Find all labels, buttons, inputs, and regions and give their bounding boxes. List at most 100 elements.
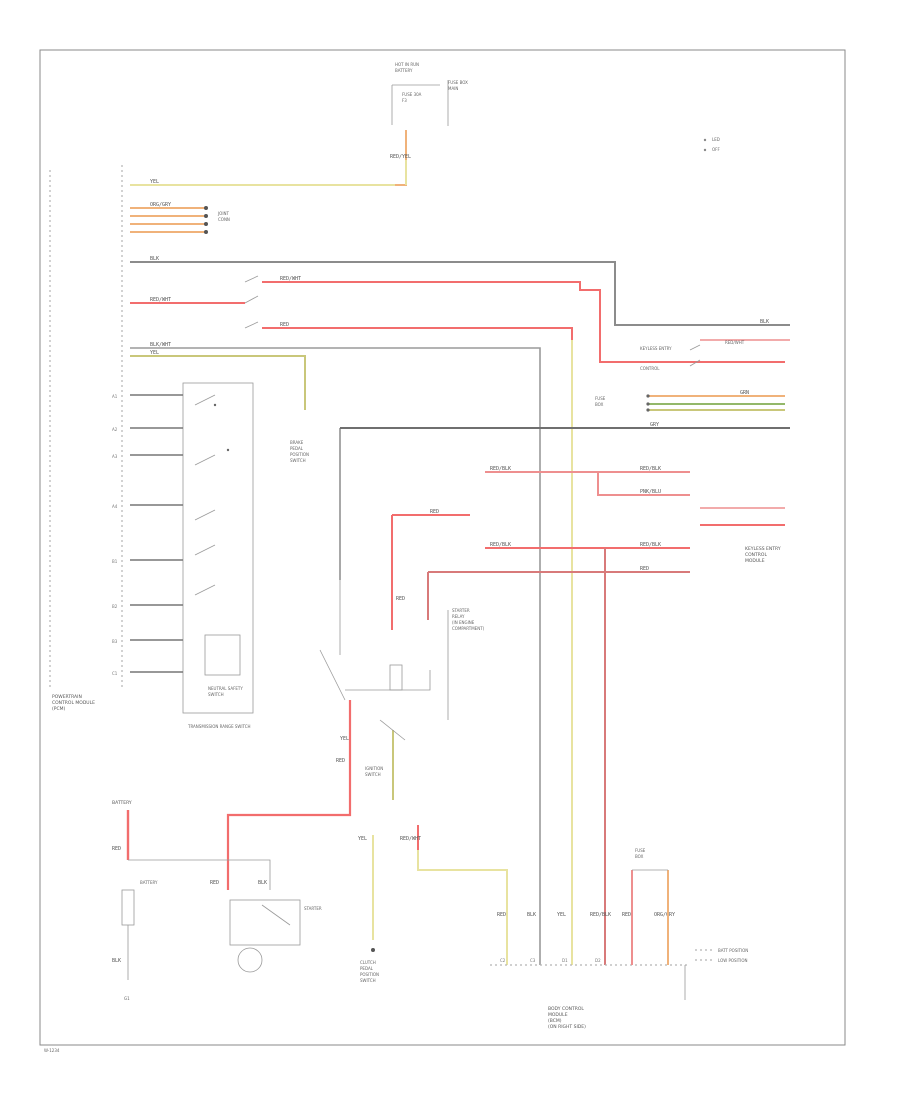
transmission-range-switch: NEUTRAL SAFETY SWITCH TRANSMISSION RANGE… [182,382,254,729]
svg-text:CLUTCH: CLUTCH [360,960,376,965]
svg-text:BOX: BOX [595,402,604,407]
svg-text:YEL: YEL [358,836,367,842]
svg-text:B1: B1 [112,559,118,564]
svg-text:SWITCH: SWITCH [360,978,376,983]
svg-text:MODULE: MODULE [548,1012,568,1018]
svg-text:SWITCH: SWITCH [365,772,381,777]
svg-text:CONTROL MODULE: CONTROL MODULE [52,700,95,706]
svg-text:BLK: BLK [527,912,536,918]
svg-text:(BCM): (BCM) [548,1018,562,1024]
svg-text:SWITCH: SWITCH [208,692,224,697]
svg-text:BLK: BLK [150,256,159,262]
svg-text:RED/BLK: RED/BLK [640,542,661,548]
svg-text:RED: RED [396,596,405,602]
wire-blk-top [130,261,790,326]
svg-text:POWERTRAIN: POWERTRAIN [52,694,82,700]
wire-red-wht-1 [262,281,785,363]
svg-text:GRY: GRY [650,422,659,428]
svg-text:BLK: BLK [760,319,769,325]
svg-text:BATT POSITION: BATT POSITION [718,948,748,953]
svg-text:PEDAL: PEDAL [290,446,304,451]
svg-text:YEL: YEL [557,912,566,918]
svg-text:RED: RED [497,912,506,918]
svg-text:FUSE 30A: FUSE 30A [402,92,422,97]
svg-text:RED: RED [430,509,439,515]
svg-text:JOINT: JOINT [217,211,230,216]
keyless-module-wires: RED/BLK RED/BLK PNK/BLU RED/BLK RED/BLK … [427,466,785,965]
svg-text:A4: A4 [112,504,118,509]
svg-text:YEL: YEL [340,736,349,742]
svg-text:RED/BLK: RED/BLK [490,542,511,548]
svg-text:BLK: BLK [112,958,121,964]
svg-text:RED/BLK: RED/BLK [640,466,661,472]
svg-text:BATTERY: BATTERY [140,880,158,885]
svg-text:STARTER: STARTER [452,608,470,613]
module-left-label: POWERTRAIN CONTROL MODULE (PCM) [52,694,95,712]
svg-text:RED/YEL: RED/YEL [390,154,411,160]
wire-red-starter [226,700,352,890]
svg-text:TRANSMISSION RANGE SWITCH: TRANSMISSION RANGE SWITCH [187,724,251,729]
fuse-block-top: HOT IN RUN BATTERY FUSE 30A F3 FUSE BOX … [391,62,468,126]
wire-red-yel-top [130,130,407,186]
svg-text:PNK/BLU: PNK/BLU [640,489,661,495]
svg-text:CONTROL: CONTROL [640,366,660,371]
svg-text:F3: F3 [402,98,407,103]
svg-text:RED/BLK: RED/BLK [590,912,611,918]
svg-text:B3: B3 [112,639,118,644]
body-control-module: RED BLK YEL RED/BLK RED ORG/GRY FUSE BOX… [490,848,748,1030]
svg-text:POSITION: POSITION [360,972,379,977]
svg-text:STARTER: STARTER [304,906,322,911]
motor-icon [237,947,263,973]
wire-pair-right: FUSE BOX GRN [595,390,785,412]
svg-text:C2: C2 [500,958,506,963]
wire-blk-wht [130,347,541,965]
svg-text:D2: D2 [595,958,601,963]
svg-text:ORG/GRY: ORG/GRY [150,202,171,208]
page-code: W-1234 [44,1048,60,1053]
svg-text:FUSE: FUSE [595,396,606,401]
svg-text:(PCM): (PCM) [52,706,65,712]
svg-text:BLK: BLK [258,880,267,886]
svg-text:A2: A2 [112,427,118,432]
svg-text:RELAY: RELAY [452,614,465,619]
svg-text:HOT IN RUN: HOT IN RUN [395,62,419,67]
svg-text:GRN: GRN [740,390,749,396]
svg-text:MAIN: MAIN [448,86,458,91]
svg-text:C3: C3 [530,958,536,963]
svg-text:COMPARTMENT): COMPARTMENT) [452,626,485,631]
svg-text:BRAKE: BRAKE [290,440,304,445]
svg-text:LOW POSITION: LOW POSITION [718,958,748,963]
svg-text:MODULE: MODULE [745,558,765,564]
svg-text:OFF: OFF [712,147,720,152]
svg-text:RED: RED [622,912,631,918]
svg-text:RED: RED [112,846,121,852]
svg-text:RED/WHT: RED/WHT [400,836,421,842]
svg-text:POSITION: POSITION [290,452,309,457]
svg-text:(ON RIGHT SIDE): (ON RIGHT SIDE) [548,1024,586,1030]
svg-text:ORG/GRY: ORG/GRY [654,912,675,918]
wire-red-bcm [417,825,508,965]
ground-bus: ORG/GRY JOINT CONN [130,202,230,234]
wire-red-ignition [391,514,470,630]
svg-text:FUSE BOX: FUSE BOX [448,80,468,85]
svg-text:G1: G1 [124,996,130,1001]
svg-text:BATTERY: BATTERY [395,68,413,73]
svg-text:CONN: CONN [218,217,230,222]
svg-text:RED/WHT: RED/WHT [725,340,745,345]
svg-text:RED/WHT: RED/WHT [280,276,301,282]
svg-text:KEYLESS ENTRY: KEYLESS ENTRY [745,546,781,552]
svg-text:SWITCH: SWITCH [290,458,306,463]
svg-text:BOX: BOX [635,854,644,859]
svg-text:KEYLESS ENTRY: KEYLESS ENTRY [640,346,672,351]
svg-text:BODY CONTROL: BODY CONTROL [548,1006,584,1012]
svg-text:FUSE: FUSE [635,848,646,853]
svg-text:IGNITION: IGNITION [365,766,383,771]
svg-text:YEL: YEL [150,350,159,356]
svg-text:(IN ENGINE: (IN ENGINE [452,620,475,625]
starter-motor: STARTER RED BLK [210,880,322,973]
svg-text:A3: A3 [112,454,118,459]
svg-text:BLK/WHT: BLK/WHT [150,342,171,348]
clutch-pedal-switch: YEL CLUTCH PEDAL POSITION SWITCH [358,835,379,983]
starter-relay: STARTER RELAY (IN ENGINE COMPARTMENT) RE… [319,580,485,720]
